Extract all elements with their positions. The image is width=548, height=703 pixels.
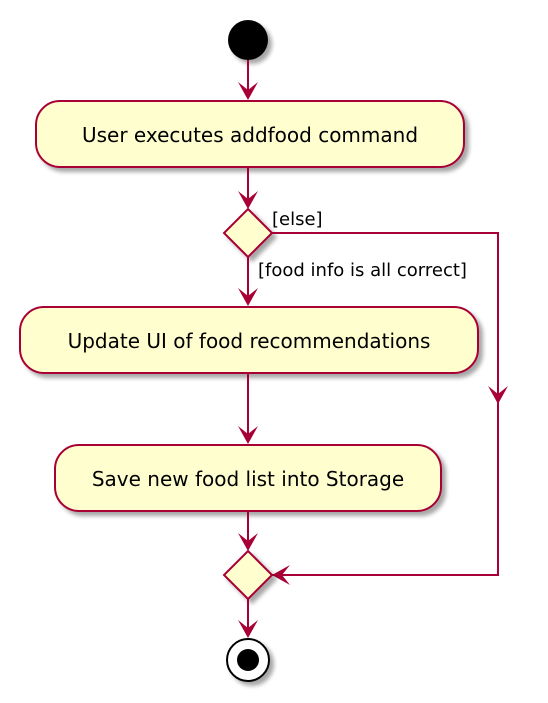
action-update-ui: Update UI of food recommendations [19,306,479,374]
action-1-label: User executes addfood command [82,123,418,147]
action-3-label: Save new food list into Storage [92,467,404,491]
edge-merge-to-end [238,599,258,638]
edge-decision-to-action-2 [238,257,258,306]
decision-node [222,207,274,259]
action-2-label: Update UI of food recommendations [68,329,431,353]
start-node [228,20,268,60]
guard-else-label: [else] [272,209,323,230]
edge-action-2-to-action-3 [238,373,258,444]
end-node [226,638,270,682]
edge-start-to-action-1 [238,60,258,100]
edge-else-branch [272,232,508,585]
guard-true-label: [food info is all correct] [258,260,467,281]
edge-action-1-to-decision [238,167,258,209]
edge-action-3-to-merge [238,511,258,551]
merge-node [222,549,274,601]
action-save-food-list: Save new food list into Storage [54,444,442,512]
action-user-executes-addfood: User executes addfood command [35,100,465,168]
